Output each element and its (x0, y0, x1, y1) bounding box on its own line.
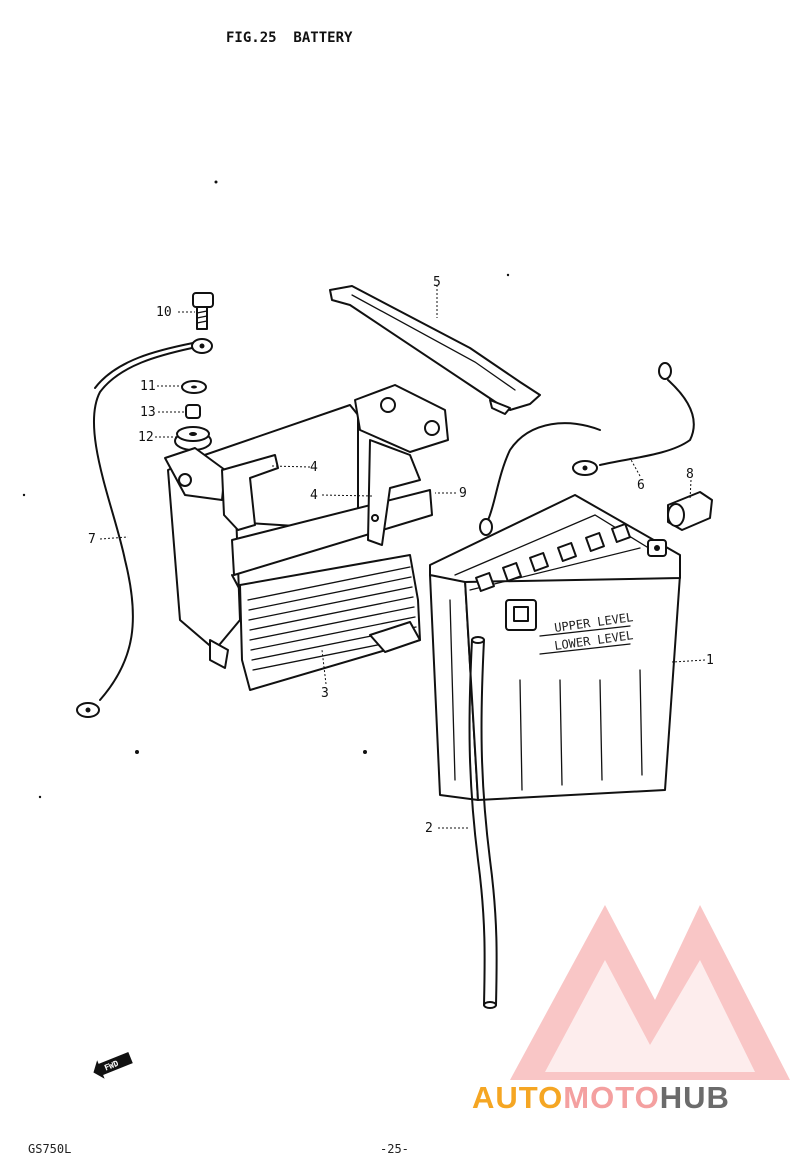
callout-6: 6 (637, 478, 645, 493)
watermark-logo-icon (510, 905, 790, 1080)
part-6-cable (479, 362, 695, 536)
callout-5: 5 (433, 275, 441, 290)
part-4-cushion-right (367, 439, 421, 546)
callout-4-lower: 4 (310, 488, 318, 503)
part-10-bolt (192, 292, 214, 330)
case-ribs (247, 566, 418, 671)
footer-page-number: -25- (380, 1142, 409, 1156)
part-8-terminal-cover (667, 491, 713, 531)
callout-11: 11 (140, 379, 156, 394)
callout-13: 13 (140, 405, 156, 420)
part-11-washer (181, 380, 207, 394)
callout-8: 8 (686, 467, 694, 482)
part-3-battery-case (164, 384, 449, 691)
callout-10: 10 (156, 305, 172, 320)
part-7-cable (76, 338, 213, 718)
callout-4-upper: 4 (310, 460, 318, 475)
battery-cell-caps (475, 523, 631, 592)
fwd-arrow: FWD (93, 1051, 133, 1079)
callout-7: 7 (88, 532, 96, 547)
callout-12: 12 (138, 430, 154, 445)
scan-specks (22, 180, 510, 799)
footer-model: GS750L (28, 1142, 71, 1156)
callout-9: 9 (459, 486, 467, 501)
figure-title: FIG.25 BATTERY (226, 30, 353, 46)
part-4-cushion-left (221, 454, 279, 531)
watermark-text: AUTOMOTOHUB (472, 1080, 730, 1115)
callout-leaders (99, 285, 706, 829)
callouts: 1 2 3 4 4 5 6 7 8 9 10 11 12 13 (88, 275, 714, 836)
callout-3: 3 (321, 686, 329, 701)
part-13-collar (185, 404, 201, 419)
part-2-breather-tube (468, 636, 498, 1009)
part-5-band (329, 285, 541, 415)
callout-2: 2 (425, 821, 433, 836)
callout-1: 1 (706, 653, 714, 668)
part-1-battery: UPPER LEVEL LOWER LEVEL (429, 494, 681, 801)
part-12-cushion (174, 426, 212, 451)
